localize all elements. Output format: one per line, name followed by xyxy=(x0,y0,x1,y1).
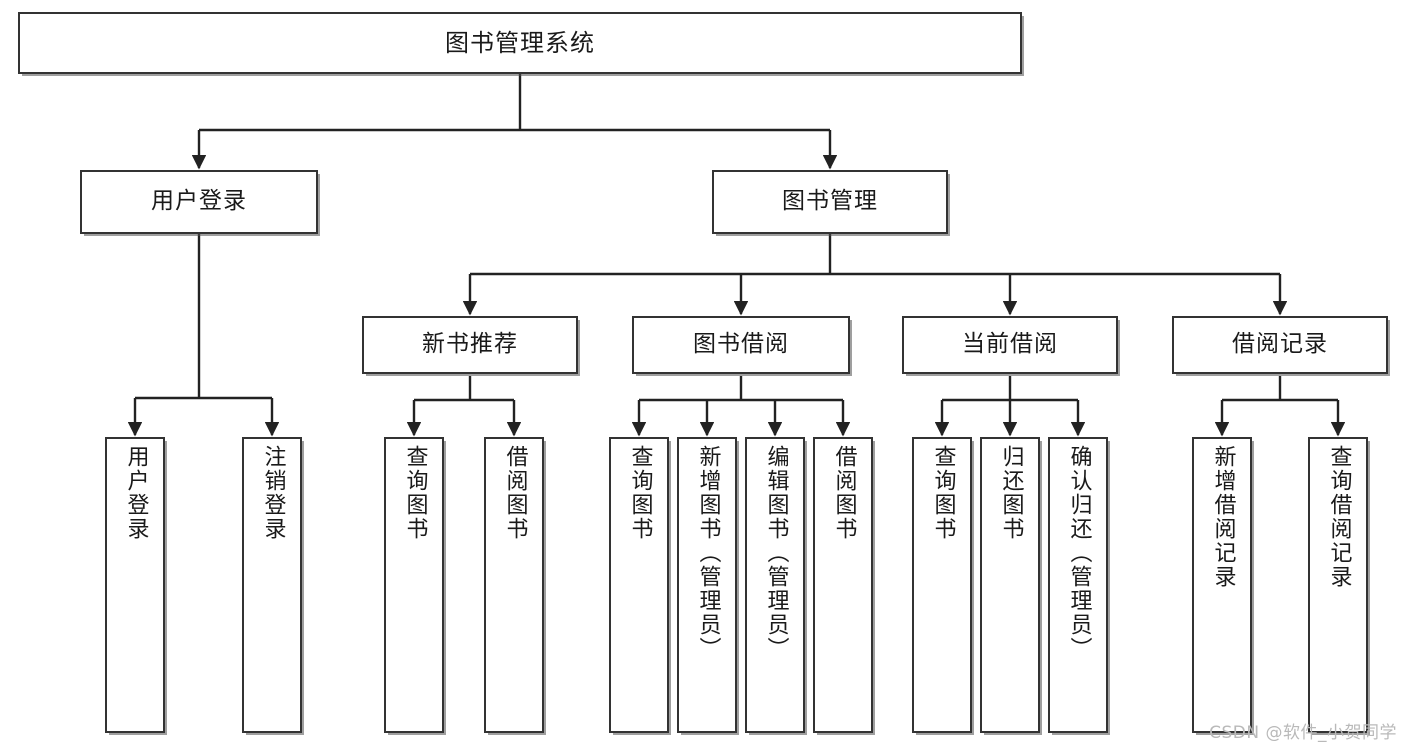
node-book-management[interactable]: 图书管理 xyxy=(712,170,948,234)
node-borrowing-record[interactable]: 借阅记录 xyxy=(1172,316,1388,374)
node-label: 用户登录 xyxy=(151,188,247,215)
node-label: 新增图书（管理员） xyxy=(695,445,721,661)
leaf-user-login-login[interactable]: 用户登录 xyxy=(105,437,165,733)
node-label: 图书管理 xyxy=(782,188,878,215)
node-label: 注销登录 xyxy=(260,445,286,541)
leaf-book-borrow-edit-book-admin[interactable]: 编辑图书（管理员） xyxy=(745,437,805,733)
node-label: 确认归还（管理员） xyxy=(1066,445,1092,661)
node-label: 归还图书 xyxy=(998,445,1024,541)
leaf-current-borrow-return-book[interactable]: 归还图书 xyxy=(980,437,1040,733)
node-label: 当前借阅 xyxy=(962,331,1058,358)
node-label: 图书借阅 xyxy=(693,331,789,358)
csdn-watermark: CSDN @软件_小贺同学 xyxy=(1209,723,1397,743)
node-current-borrowing[interactable]: 当前借阅 xyxy=(902,316,1118,374)
leaf-borrow-record-query-record[interactable]: 查询借阅记录 xyxy=(1308,437,1368,733)
node-label: 借阅记录 xyxy=(1232,331,1328,358)
leaf-new-book-query-book[interactable]: 查询图书 xyxy=(384,437,444,733)
node-label: 编辑图书（管理员） xyxy=(763,445,789,661)
node-label: 借阅图书 xyxy=(502,445,528,541)
node-new-book-recommendation[interactable]: 新书推荐 xyxy=(362,316,578,374)
leaf-current-borrow-query-book[interactable]: 查询图书 xyxy=(912,437,972,733)
leaf-book-borrow-query-book[interactable]: 查询图书 xyxy=(609,437,669,733)
node-label: 查询图书 xyxy=(402,445,428,541)
leaf-new-book-borrow-book[interactable]: 借阅图书 xyxy=(484,437,544,733)
leaf-book-borrow-add-book-admin[interactable]: 新增图书（管理员） xyxy=(677,437,737,733)
node-label: 图书管理系统 xyxy=(445,28,595,57)
node-label: 查询图书 xyxy=(930,445,956,541)
node-label: 查询借阅记录 xyxy=(1326,445,1352,589)
node-label: 用户登录 xyxy=(123,445,149,541)
node-label: 查询图书 xyxy=(627,445,653,541)
leaf-book-borrow-borrow-book[interactable]: 借阅图书 xyxy=(813,437,873,733)
node-book-borrowing[interactable]: 图书借阅 xyxy=(632,316,850,374)
node-label: 借阅图书 xyxy=(831,445,857,541)
leaf-current-borrow-confirm-return-admin[interactable]: 确认归还（管理员） xyxy=(1048,437,1108,733)
leaf-user-login-logout[interactable]: 注销登录 xyxy=(242,437,302,733)
node-label: 新书推荐 xyxy=(422,331,518,358)
node-root-book-management-system[interactable]: 图书管理系统 xyxy=(18,12,1022,74)
node-label: 新增借阅记录 xyxy=(1210,445,1236,589)
node-user-login[interactable]: 用户登录 xyxy=(80,170,318,234)
leaf-borrow-record-add-record[interactable]: 新增借阅记录 xyxy=(1192,437,1252,733)
